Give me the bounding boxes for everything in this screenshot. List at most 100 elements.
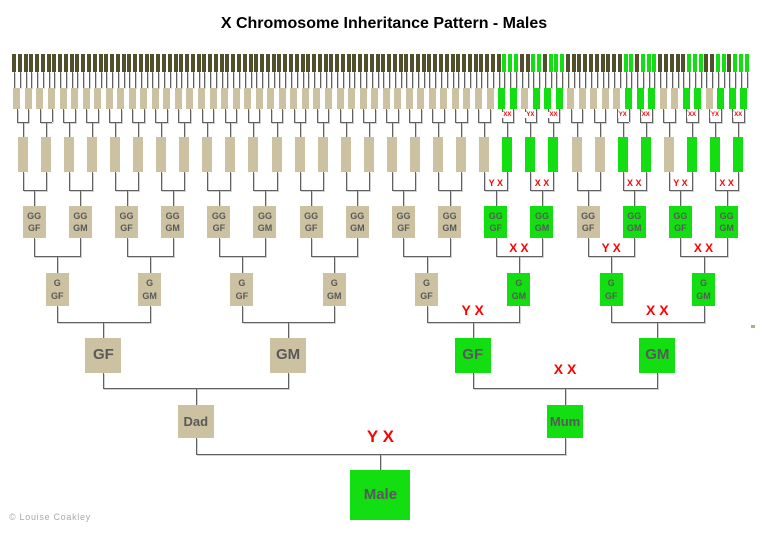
connector-line [484,122,486,137]
ancestor-bar [336,88,344,109]
box-label-line: G [607,278,615,289]
connector-line [114,122,116,137]
connector-line [605,109,607,122]
box-label-line: GF [120,223,133,233]
connector-line [106,72,108,88]
diagram-title: X Chromosome Inheritance Pattern - Males [220,15,548,32]
ancestor-bar [313,88,321,109]
ancestor-bar [733,54,738,72]
connector-line [697,109,699,122]
connector-line [738,172,740,190]
ancestor-bar [675,54,680,72]
ancestor-bar [13,88,21,109]
ancestor-bar [531,54,536,72]
ancestor-bar [36,88,44,109]
connector-line [213,109,215,122]
connector-line [184,172,186,190]
connector-line [518,306,520,322]
ancestor-bar [63,137,74,172]
ancestor-bar [663,137,674,172]
connector-line [285,72,287,88]
box-label-line: G [515,278,523,289]
ancestor-bar [138,54,143,72]
ancestor-bar [567,88,575,109]
box-label-line: G [330,278,338,289]
ancestor-bar [646,54,651,72]
ancestor-bar [213,54,218,72]
connector-line [628,109,630,122]
box-label-line: GG [534,210,549,221]
ancestor-bar [219,54,224,72]
ancestor-bar [704,54,709,72]
connector-line [723,72,725,88]
chromosome-label: YX [617,112,628,118]
connector-line [391,172,393,190]
connector-line [694,72,696,88]
connector-line [31,72,33,88]
ancestor-bar [340,137,351,172]
connector-line [389,72,391,88]
ancestor-bar [571,54,576,72]
ancestor-bar [405,88,413,109]
connector-line [19,72,21,88]
connector-line [657,373,659,388]
connector-line [415,172,416,190]
ancestor-bar [479,54,484,72]
connector-line [37,72,39,88]
ancestor-bar [163,88,171,109]
connector-line [276,122,278,137]
chromosome-label: Y X [601,241,621,255]
connector-line [686,109,688,122]
connector-line [342,72,344,88]
connector-line [311,190,313,206]
connector-line [487,72,489,88]
connector-line [541,190,543,206]
connector-line [400,72,402,88]
connector-line [547,109,549,122]
ancestor-bar [202,137,213,172]
connector-line [565,388,567,405]
connector-line [207,172,209,190]
connector-line [622,172,624,190]
box-label-line: GF [93,346,114,364]
connector-line [34,190,36,206]
connector-line [507,172,509,190]
connector-line [279,72,281,88]
box-label-line: GG [627,210,642,221]
box-label-line: GF [212,223,226,233]
connector-line [227,72,229,88]
ancestor-bar [346,54,351,72]
connector-line [250,72,252,88]
ancestor-bar [29,54,34,72]
ancestor-bar [410,137,420,172]
connector-line [152,72,154,88]
ancestor-bar [105,88,113,109]
ancestor-bar [46,54,51,72]
connector-line [184,122,186,137]
connector-line [230,122,232,137]
ancestor-bar [681,54,686,72]
box-label-line: GM [645,346,670,364]
connector-line [135,72,137,88]
connector-line [28,109,30,122]
ancestor-bar [117,88,125,109]
ancestor-bar [221,88,229,109]
connector-line [738,122,740,137]
ancestor-bar [463,88,471,109]
ancestor-bar [133,137,144,172]
connector-line [461,172,463,190]
ancestor-bar [508,54,513,72]
ancestor-bar [417,88,425,109]
chromosome-label: XX [502,112,513,118]
ancestor-bar [40,54,45,72]
connector-line [371,72,373,88]
connector-line [729,72,731,88]
connector-line [703,256,705,273]
connector-line [741,72,743,88]
ancestor-bar [288,54,293,72]
connector-line [717,72,719,88]
connector-line [138,172,140,190]
box-label-line: GG [581,210,596,221]
